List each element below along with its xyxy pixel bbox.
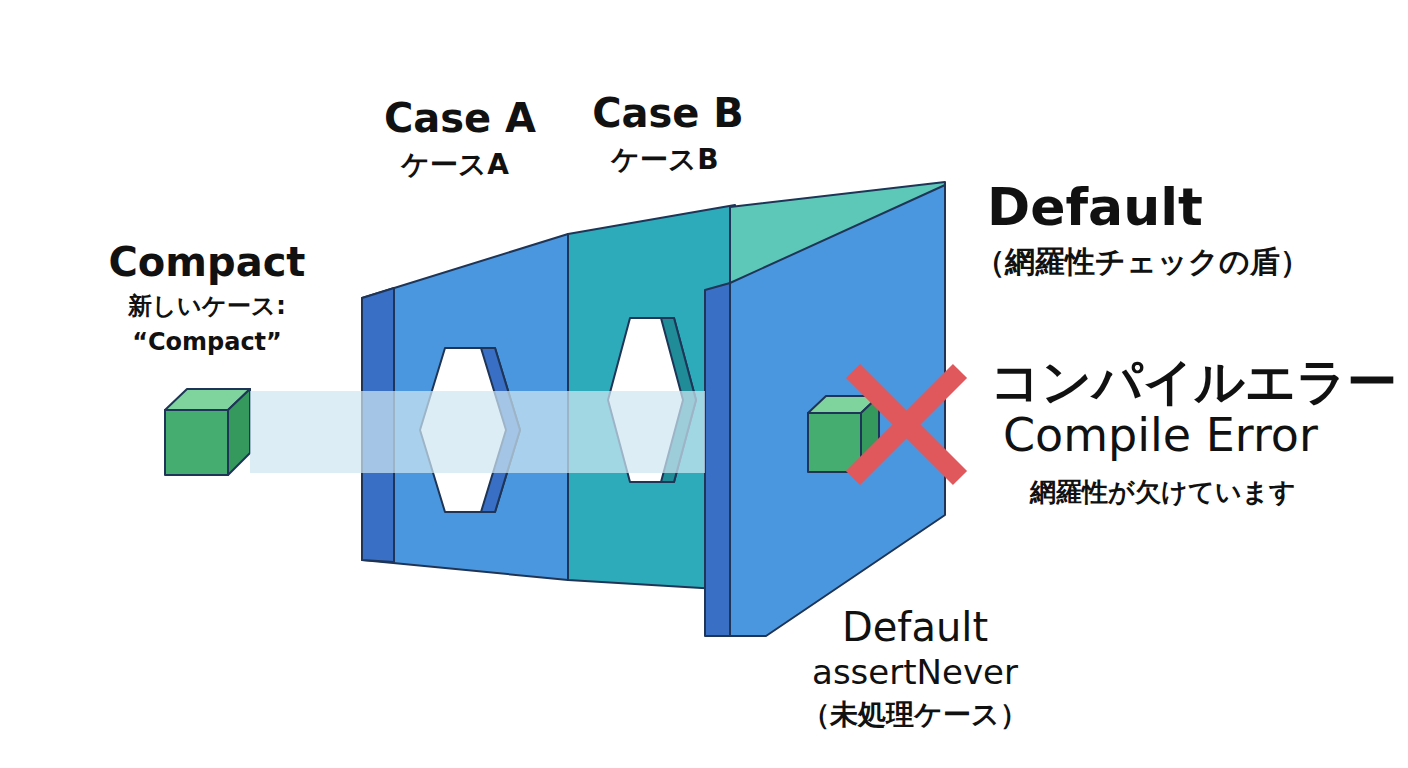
shape-outline bbox=[362, 233, 568, 581]
shape-face bbox=[362, 288, 394, 562]
function-name: assertNever bbox=[765, 651, 1065, 693]
shape-face bbox=[705, 283, 730, 636]
shape-face bbox=[661, 318, 696, 482]
cube-top bbox=[808, 396, 879, 413]
shape-face bbox=[420, 348, 520, 512]
error-message: 網羅性が欠けています bbox=[1030, 475, 1408, 509]
default-label: Default bbox=[765, 603, 1065, 651]
case-panel: Case AケースA bbox=[362, 233, 568, 581]
case-cube: Compact新しいケース: “Compact” bbox=[165, 389, 250, 475]
node-subheading: ケースB bbox=[545, 143, 785, 177]
node-subheading: 新しいケース: “Compact” bbox=[102, 288, 312, 360]
shape-face bbox=[228, 389, 250, 475]
shape-outline bbox=[705, 182, 945, 637]
shape-face bbox=[608, 318, 696, 482]
default-shield: Default（網羅性チェックの盾） bbox=[705, 182, 945, 637]
node-heading: Default bbox=[987, 177, 1347, 237]
shape-face bbox=[730, 185, 945, 636]
shape-face bbox=[362, 234, 568, 580]
shape-face bbox=[165, 410, 228, 475]
node-heading: Case B bbox=[518, 89, 818, 137]
cross-stroke bbox=[853, 371, 960, 478]
rejected-cube bbox=[808, 396, 879, 472]
default-note: （未処理ケース） bbox=[765, 698, 1065, 732]
node-heading: Compact bbox=[57, 238, 357, 286]
cube-front bbox=[808, 413, 861, 472]
cross-stroke bbox=[853, 371, 960, 478]
error-cross bbox=[853, 371, 960, 478]
cube-side bbox=[861, 396, 879, 472]
error-title: Compile Error bbox=[1003, 408, 1403, 462]
shape-face bbox=[481, 348, 520, 512]
node-subheading: （網羅性チェックの盾） bbox=[975, 243, 1395, 281]
shape-outline bbox=[165, 389, 250, 475]
case-beam bbox=[250, 391, 705, 473]
node-heading: Case A bbox=[310, 94, 610, 142]
error-title: コンパイルエラー bbox=[990, 353, 1408, 411]
node-subheading: ケースA bbox=[335, 148, 575, 182]
